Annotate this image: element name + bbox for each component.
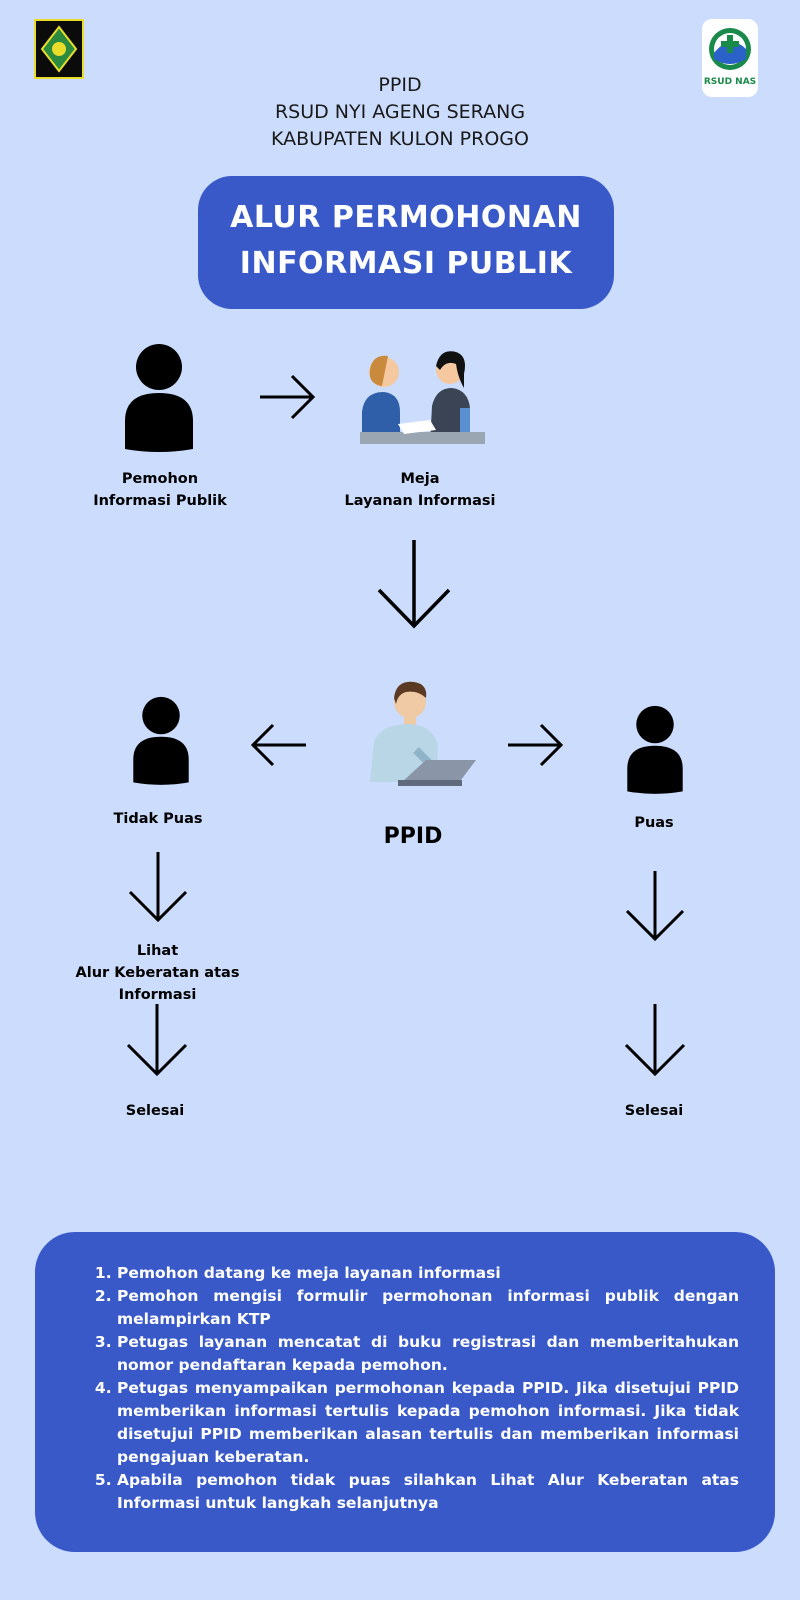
step-item: Pemohon datang ke meja layanan informasi (117, 1262, 739, 1285)
steps-list: Pemohon datang ke meja layanan informasi… (81, 1262, 739, 1515)
step-item: Petugas layanan mencatat di buku registr… (117, 1331, 739, 1377)
header-line-3: KABUPATEN KULON PROGO (271, 128, 529, 150)
steps-panel: Pemohon datang ke meja layanan informasi… (35, 1232, 775, 1552)
desk-label: Meja Layanan Informasi (320, 468, 520, 512)
satisfied-label: Puas (634, 815, 674, 831)
page-header: PPID RSUD NYI AGENG SERANG KABUPATEN KUL… (0, 72, 800, 153)
header-line-1: PPID (378, 74, 422, 96)
step-item: Petugas menyampaikan permohonan kepada P… (117, 1377, 739, 1469)
emblem-icon (40, 25, 78, 73)
satisfied-person-icon (627, 705, 683, 794)
arrow-down-icon (128, 852, 188, 923)
done-right-label: Selesai (624, 1103, 684, 1119)
done-left-label: Selesai (125, 1103, 185, 1119)
hospital-logo-icon (709, 28, 751, 70)
not-satisfied-label: Tidak Puas (113, 811, 203, 827)
applicant-label: Pemohon Informasi Publik (70, 468, 250, 512)
see-objection-line-1: Lihat (136, 943, 179, 959)
applicant-person-icon (125, 344, 193, 452)
step-item: Apabila pemohon tidak puas silahkan Liha… (117, 1469, 739, 1515)
title-box: ALUR PERMOHONAN INFORMASI PUBLIK (198, 176, 614, 309)
header-line-2: RSUD NYI AGENG SERANG (274, 101, 526, 123)
arrow-down-icon (625, 871, 685, 942)
desk-label-line-2: Layanan Informasi (344, 493, 496, 509)
arrow-down-icon (126, 1004, 188, 1077)
arrow-right-icon (260, 374, 316, 420)
ppid-officer-illustration-icon (370, 681, 476, 786)
arrow-down-icon (377, 540, 451, 629)
applicant-label-line-2: Informasi Publik (93, 493, 227, 509)
see-objection-line-2: Alur Keberatan atas Informasi (75, 965, 240, 1003)
title-line-1: ALUR PERMOHONAN (230, 200, 582, 235)
title-line-2: INFORMASI PUBLIK (239, 246, 573, 281)
logo-text: RSUD NAS (703, 77, 757, 87)
arrow-down-icon (624, 1004, 686, 1077)
service-desk-illustration-icon (360, 351, 485, 444)
kulon-progo-logo (34, 19, 84, 79)
step-item: Pemohon mengisi formulir permohonan info… (117, 1285, 739, 1331)
not-satisfied-person-icon (133, 696, 189, 785)
arrow-left-icon (250, 723, 306, 767)
rsud-nas-logo: RSUD NAS (702, 19, 758, 97)
arrow-right-icon (508, 723, 564, 767)
desk-label-line-1: Meja (400, 471, 440, 487)
applicant-label-line-1: Pemohon (121, 471, 199, 487)
ppid-label: PPID (383, 824, 443, 849)
see-objection-label: Lihat Alur Keberatan atas Informasi (40, 940, 275, 1006)
